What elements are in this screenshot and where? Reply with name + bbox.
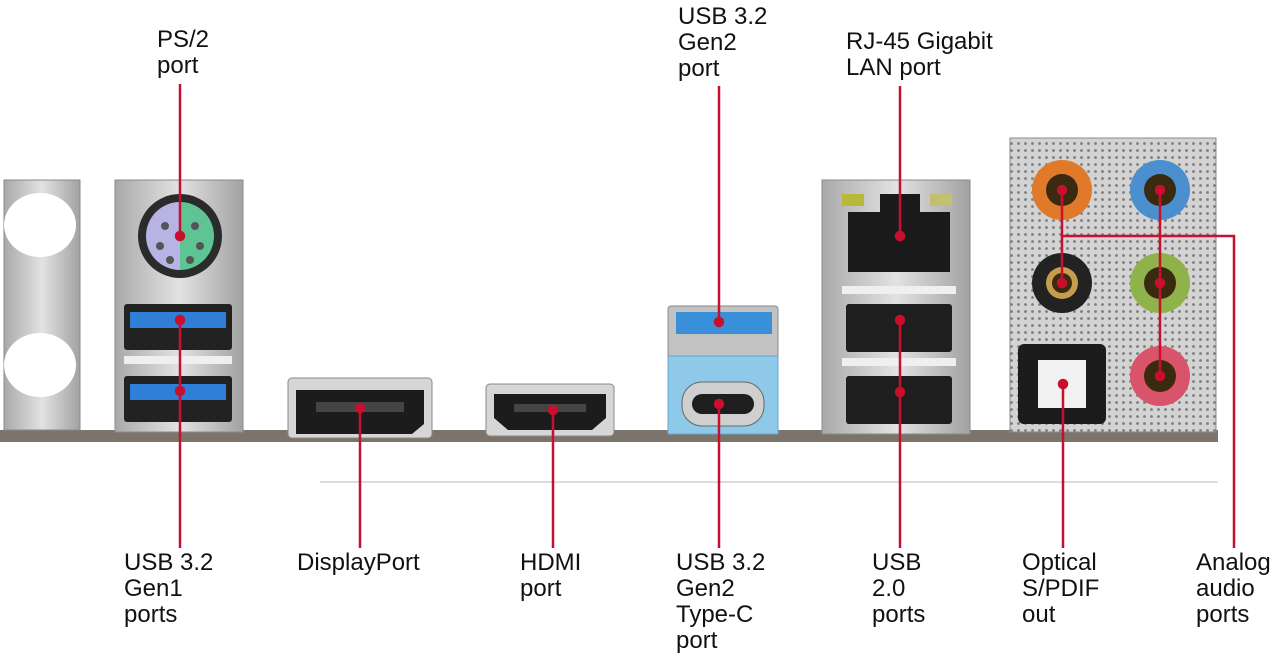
label-line: port <box>157 52 199 79</box>
label-line: Gen2 <box>676 575 735 602</box>
label-line: port <box>678 55 720 82</box>
label-line: ports <box>1196 601 1250 628</box>
label-line: USB 3.2 <box>124 549 214 576</box>
audio-block <box>1009 137 1217 433</box>
label-line: USB 3.2 <box>678 3 768 30</box>
label-line: Optical <box>1022 549 1097 576</box>
bracket-left <box>3 179 81 431</box>
label-line: Type-C <box>676 601 754 628</box>
label-line: port <box>676 627 718 654</box>
label-line: port <box>520 575 562 602</box>
label-line: Gen1 <box>124 575 183 602</box>
label-line: audio <box>1196 575 1255 602</box>
label-line: USB 3.2 <box>676 549 766 576</box>
label-line: Gen2 <box>678 29 737 56</box>
usb-gen2-block <box>667 305 779 435</box>
label-line: Analog <box>1196 549 1271 576</box>
label-line: HDMI <box>520 549 582 576</box>
label-line: out <box>1022 601 1056 628</box>
leader-lines <box>174 84 1236 548</box>
lan-usb2-block <box>821 179 971 435</box>
label-line: 2.0 <box>872 575 906 602</box>
label-line: ports <box>872 601 926 628</box>
label-line: PS/2 <box>157 26 210 53</box>
label-line: ports <box>124 601 178 628</box>
label-line: LAN port <box>846 54 941 81</box>
ps2-usb-block <box>114 179 244 433</box>
label-line: USB <box>872 549 922 576</box>
label-line: S/PDIF <box>1022 575 1100 602</box>
label-displayport: DisplayPort <box>297 550 420 576</box>
label-line: RJ-45 Gigabit <box>846 28 993 55</box>
label-line: DisplayPort <box>297 549 420 576</box>
